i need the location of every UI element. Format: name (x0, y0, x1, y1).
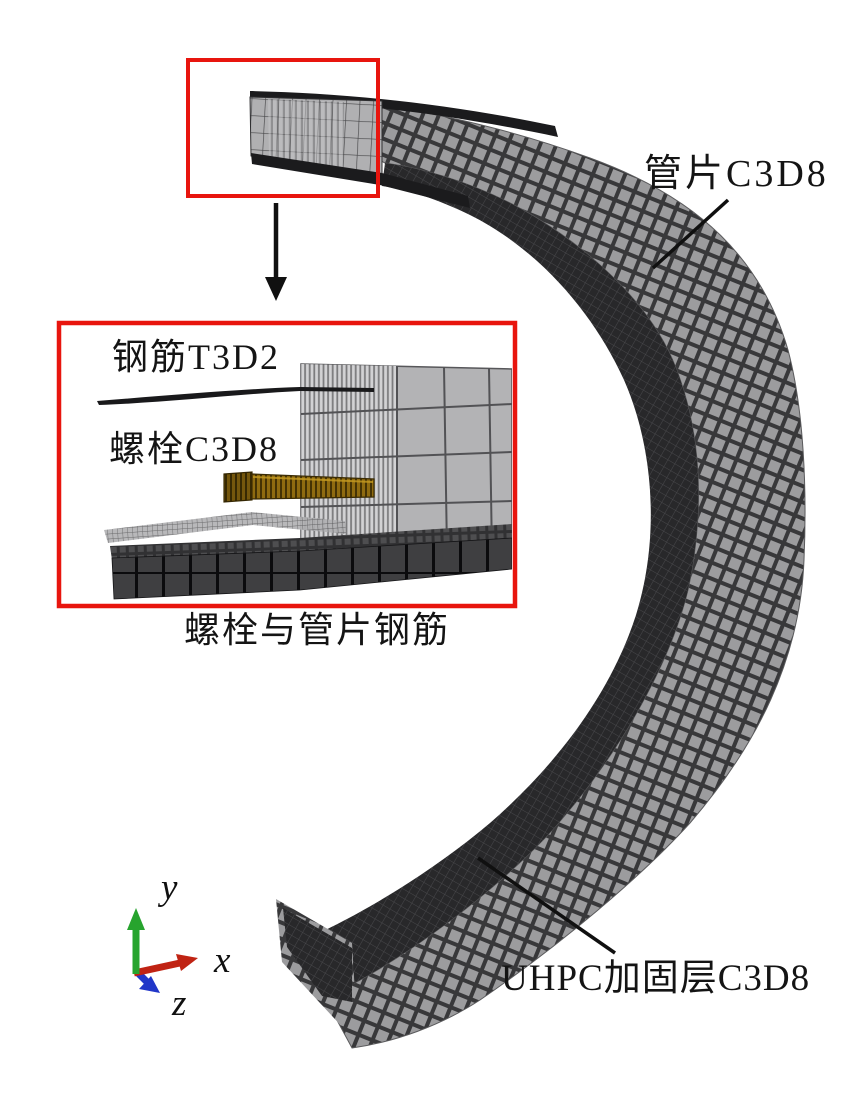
inset-segment-block (300, 363, 512, 558)
segment-label: 管片C3D8 (644, 153, 829, 195)
inset-rebar-lines (97, 387, 374, 405)
axis-x-arrow (133, 954, 198, 977)
zoom-source-box (186, 58, 380, 198)
arc-bottom-end-face (276, 899, 358, 1044)
bolt-label: 螺栓C3D8 (109, 429, 280, 469)
inset-uhpc-slab (110, 524, 512, 600)
axis-x-label: x (214, 940, 231, 981)
axis-triad (127, 908, 198, 993)
inset-bolt (223, 471, 375, 503)
detail-inset-box (56, 320, 518, 609)
detail-inset-content (97, 363, 512, 600)
uhpc-inner-mesh (287, 163, 699, 998)
segment-leader-line (651, 198, 730, 270)
uhpc-label: UHPC加固层C3D8 (501, 958, 811, 999)
axis-y-label: y (161, 867, 178, 908)
axis-y-arrow (127, 908, 145, 974)
axis-z-label: z (172, 983, 187, 1024)
zoom-arrow-icon (265, 203, 287, 301)
arc-top-end-face (249, 91, 558, 208)
rebar-label: 钢筋T3D2 (112, 337, 280, 377)
uhpc-leader-line (477, 856, 616, 955)
model-arc (249, 91, 806, 1049)
inset-rebar-plate (104, 512, 346, 543)
inset-caption: 螺栓与管片钢筋 (184, 610, 451, 650)
